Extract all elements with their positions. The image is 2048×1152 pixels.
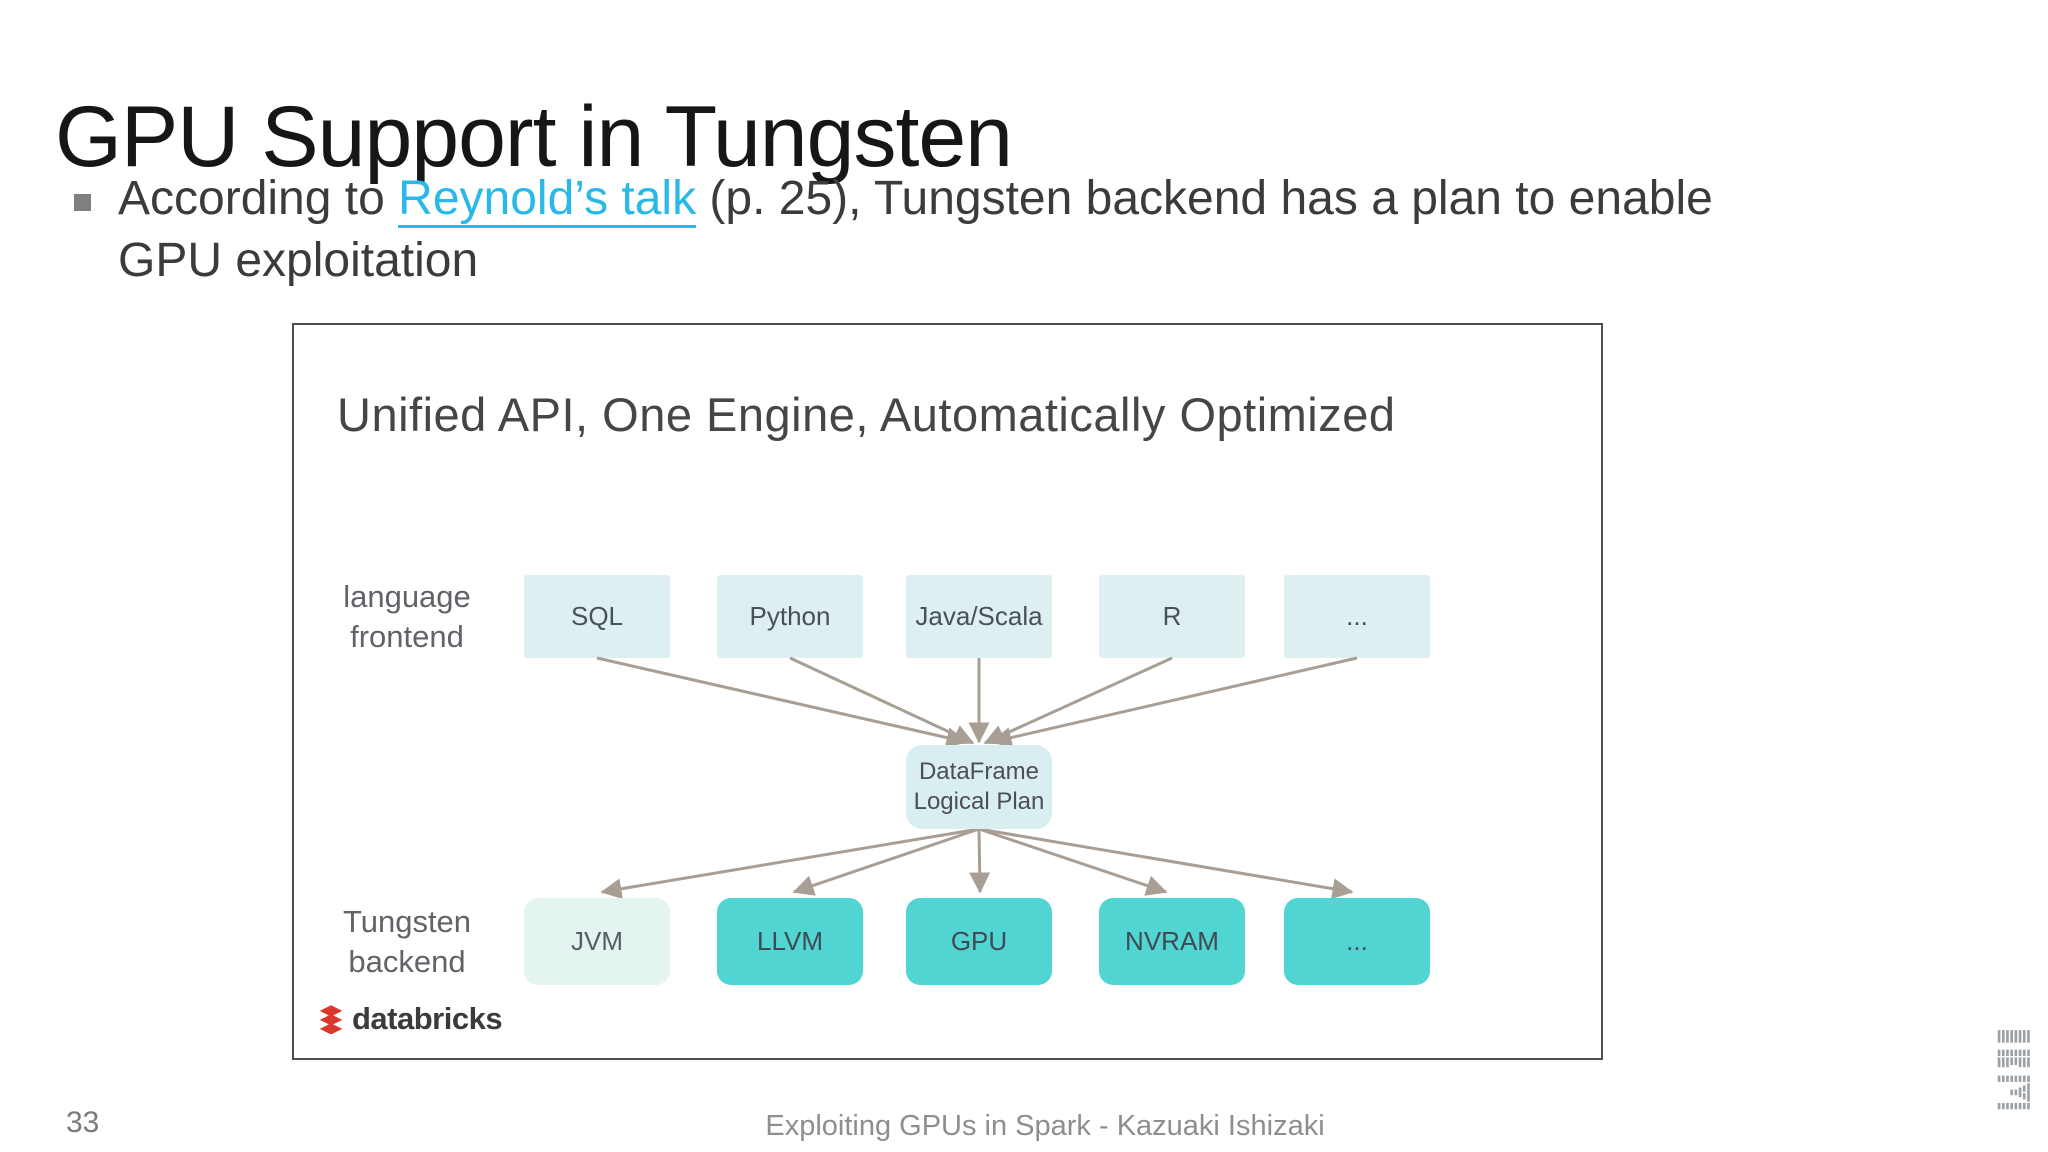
frontend-box-sql: SQL [524, 575, 670, 658]
page-title: GPU Support in Tungsten [55, 88, 1013, 185]
bullet-square-icon [74, 194, 91, 211]
frontend-label-line1: language [343, 578, 471, 614]
frontend-box-python: Python [717, 575, 863, 658]
backend-box-gpu: GPU [906, 898, 1052, 985]
diagram-title: Unified API, One Engine, Automatically O… [337, 388, 1396, 441]
frontend-box-java-scala: Java/Scala [906, 575, 1052, 658]
databricks-logo: databricks [316, 1001, 503, 1037]
frontend-box-more: ... [1284, 575, 1430, 658]
bullet-text-pre: According to [118, 172, 399, 225]
backend-label-line1: Tungsten [342, 903, 472, 939]
frontend-label-line2: frontend [350, 618, 464, 654]
backend-box-llvm: LLVM [717, 898, 863, 985]
center-box-line2: Logical Plan [913, 788, 1045, 815]
databricks-icon [319, 1005, 343, 1034]
footer-text: Exploiting GPUs in Spark - Kazuaki Ishiz… [765, 1110, 1325, 1142]
bullet-item: According to Reynold’s talk (p. 25), Tun… [70, 168, 2030, 292]
ibm-logo-icon [1997, 1030, 2030, 1110]
bullet-text: According to Reynold’s talk (p. 25), Tun… [70, 168, 2030, 292]
reynolds-talk-link[interactable]: Reynold’s talk [398, 172, 697, 228]
backend-label-line2: backend [348, 943, 466, 979]
backend-box-jvm: JVM [524, 898, 670, 985]
frontend-box-r: R [1099, 575, 1245, 658]
bullet-text-post: (p. 25), Tungsten backend has a plan to … [696, 172, 1713, 225]
databricks-diagram: Unified API, One Engine, Automatically O… [292, 323, 1603, 1060]
bullet-text-line2: GPU exploitation [118, 234, 479, 287]
dataframe-logical-plan-box: DataFrame Logical Plan [906, 745, 1052, 829]
backend-box-more: ... [1284, 898, 1430, 985]
backend-box-nvram: NVRAM [1099, 898, 1245, 985]
backend-row-label: Tungsten backend [322, 898, 492, 985]
page-number: 33 [66, 1106, 100, 1139]
ibm-logo [1985, 1028, 2041, 1112]
databricks-logo-text: databricks [352, 1001, 503, 1036]
frontend-row-label: language frontend [322, 575, 492, 658]
center-box-line1: DataFrame [918, 758, 1040, 785]
